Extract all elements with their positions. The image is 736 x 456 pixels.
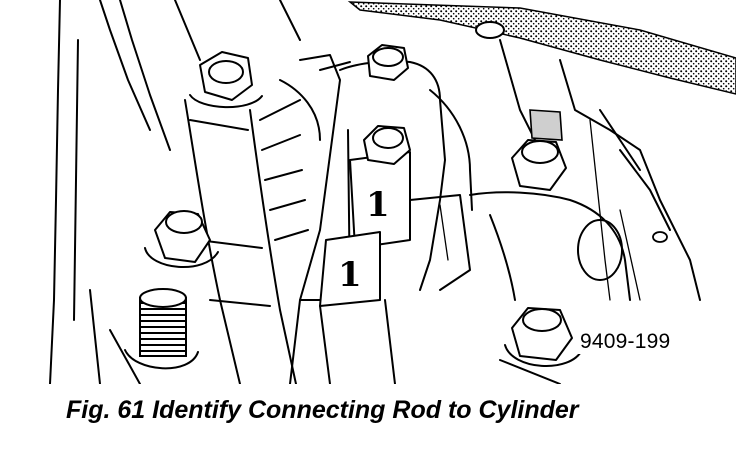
engine-block-outline xyxy=(49,0,701,384)
figure-id-label: 9409-199 xyxy=(578,330,673,354)
bolt-rod-top xyxy=(367,44,409,81)
figure-caption: Fig. 61 Identify Connecting Rod to Cylin… xyxy=(66,396,579,424)
rod-number-mark: 1 xyxy=(366,185,390,225)
cap-number-mark: 1 xyxy=(338,255,362,295)
bolt-right-lower xyxy=(504,307,583,368)
bolt-top-left xyxy=(189,51,263,109)
bolt-mid-left xyxy=(144,210,219,269)
stud-lower-left xyxy=(124,288,199,370)
gasket xyxy=(347,1,736,95)
connecting-rod xyxy=(299,60,473,384)
crank-journal xyxy=(469,191,631,384)
bolt-right-upper xyxy=(511,109,567,191)
bolt-rod-center xyxy=(363,125,411,165)
engine-illustration: 1 1 xyxy=(49,0,736,384)
crankshaft-web xyxy=(259,54,351,384)
